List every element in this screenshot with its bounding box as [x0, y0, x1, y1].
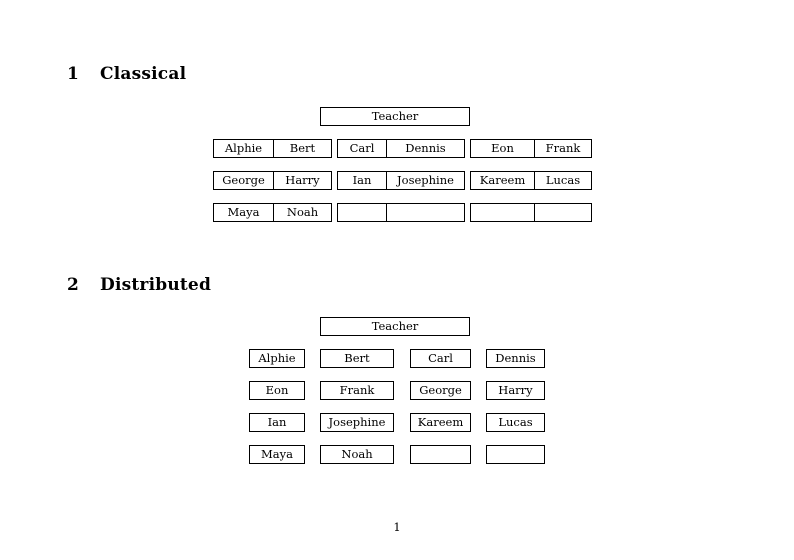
table-row: Kareem Lucas [470, 171, 592, 190]
student-cell: Kareem [470, 171, 535, 190]
desk-pair-empty [470, 203, 592, 222]
student-cell-empty [486, 445, 545, 464]
desk-single: Maya [249, 445, 305, 464]
student-cell: Bert [273, 139, 332, 158]
desk-single: Ian [249, 413, 305, 432]
table-row: Carl [410, 349, 471, 368]
student-cell-empty [534, 203, 592, 222]
student-cell: Alphie [213, 139, 274, 158]
student-cell: Eon [470, 139, 535, 158]
desk-pair: Kareem Lucas [470, 171, 592, 190]
desk-pair: Ian Josephine [337, 171, 465, 190]
desk-single: Josephine [320, 413, 394, 432]
student-cell: Kareem [410, 413, 471, 432]
table-row: Maya [249, 445, 305, 464]
student-cell: Maya [249, 445, 305, 464]
teacher-cell: Teacher [320, 317, 470, 336]
teacher-desk-distributed: Teacher [320, 317, 470, 336]
student-cell: Josephine [386, 171, 465, 190]
desk-pair: Maya Noah [213, 203, 332, 222]
table-row: Alphie Bert [213, 139, 332, 158]
desk-single: Harry [486, 381, 545, 400]
table-row: Frank [320, 381, 394, 400]
student-cell: Bert [320, 349, 394, 368]
table-row [410, 445, 471, 464]
desk-pair: George Harry [213, 171, 332, 190]
table-row: Eon [249, 381, 305, 400]
desk-single: George [410, 381, 471, 400]
table-row: Maya Noah [213, 203, 332, 222]
section-title: Distributed [100, 275, 212, 295]
desk-pair: Alphie Bert [213, 139, 332, 158]
desk-single: Kareem [410, 413, 471, 432]
section-title: Classical [100, 64, 187, 84]
teacher-cell: Teacher [320, 107, 470, 126]
section-heading-classical: 1 Classical [67, 64, 186, 84]
student-cell: Ian [249, 413, 305, 432]
table-row: Noah [320, 445, 394, 464]
student-cell-empty [410, 445, 471, 464]
table-row: Ian Josephine [337, 171, 465, 190]
desk-single: Alphie [249, 349, 305, 368]
student-cell: Josephine [320, 413, 394, 432]
table-row: Kareem [410, 413, 471, 432]
table-row: Bert [320, 349, 394, 368]
page-number: 1 [393, 520, 401, 534]
table-row: George Harry [213, 171, 332, 190]
section-number: 2 [67, 275, 80, 295]
table-row: Alphie [249, 349, 305, 368]
student-cell: Maya [213, 203, 274, 222]
student-cell: Eon [249, 381, 305, 400]
table-row: George [410, 381, 471, 400]
teacher-desk-classical: Teacher [320, 107, 470, 126]
student-cell: Dennis [386, 139, 465, 158]
desk-single: Lucas [486, 413, 545, 432]
desk-pair: Eon Frank [470, 139, 592, 158]
student-cell: Noah [273, 203, 332, 222]
student-cell: Frank [320, 381, 394, 400]
student-cell: Noah [320, 445, 394, 464]
student-cell-empty [386, 203, 465, 222]
desk-single: Carl [410, 349, 471, 368]
section-number: 1 [67, 64, 80, 84]
student-cell: Frank [534, 139, 592, 158]
student-cell: Carl [337, 139, 387, 158]
desk-single-empty [486, 445, 545, 464]
desk-single: Frank [320, 381, 394, 400]
student-cell: George [213, 171, 274, 190]
desk-single: Dennis [486, 349, 545, 368]
table-row [470, 203, 592, 222]
table-row: Eon Frank [470, 139, 592, 158]
table-row: Lucas [486, 413, 545, 432]
table-row [486, 445, 545, 464]
desk-single-empty [410, 445, 471, 464]
section-heading-distributed: 2 Distributed [67, 275, 211, 295]
desk-single: Noah [320, 445, 394, 464]
table-row: Teacher [320, 317, 470, 336]
student-cell: Harry [273, 171, 332, 190]
student-cell-empty [337, 203, 387, 222]
table-row: Teacher [320, 107, 470, 126]
student-cell: Carl [410, 349, 471, 368]
student-cell-empty [470, 203, 535, 222]
table-row: Josephine [320, 413, 394, 432]
table-row: Carl Dennis [337, 139, 465, 158]
student-cell: Lucas [486, 413, 545, 432]
table-row: Dennis [486, 349, 545, 368]
student-cell: Lucas [534, 171, 592, 190]
student-cell: Alphie [249, 349, 305, 368]
student-cell: George [410, 381, 471, 400]
desk-pair-empty [337, 203, 465, 222]
table-row: Harry [486, 381, 545, 400]
student-cell: Harry [486, 381, 545, 400]
table-row [337, 203, 465, 222]
desk-single: Bert [320, 349, 394, 368]
table-row: Ian [249, 413, 305, 432]
student-cell: Dennis [486, 349, 545, 368]
desk-single: Eon [249, 381, 305, 400]
student-cell: Ian [337, 171, 387, 190]
desk-pair: Carl Dennis [337, 139, 465, 158]
